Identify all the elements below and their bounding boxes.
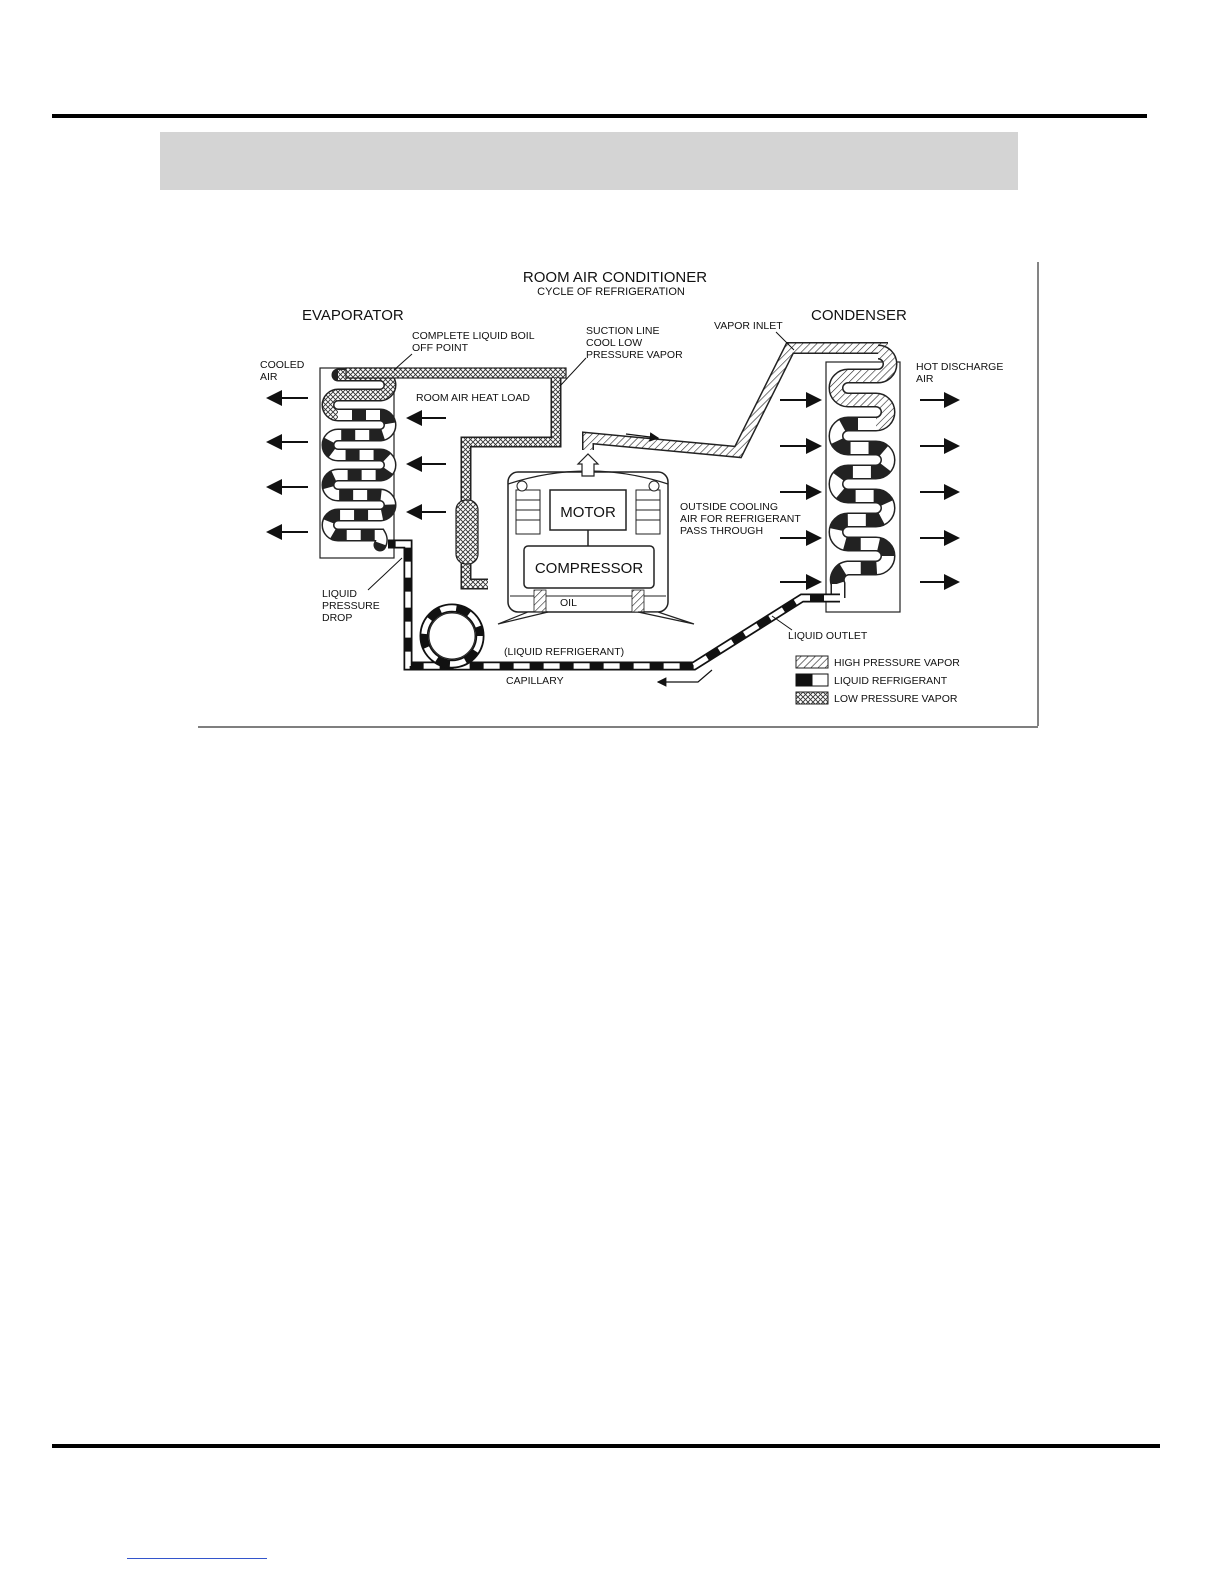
motor-box	[549, 489, 627, 531]
liquid-line	[388, 541, 840, 669]
suction-line-label-3: PRESSURE VAPOR	[586, 349, 683, 361]
hot-discharge-label-2: AIR	[916, 373, 934, 385]
vapor-inlet-label: VAPOR INLET	[714, 320, 783, 332]
suction-line-label-2: COOL LOW	[586, 337, 642, 349]
cooled-air-label-1: COOLED	[260, 359, 305, 371]
capillary-label: CAPILLARY	[506, 675, 564, 687]
suction-line	[462, 378, 560, 588]
evaporator-label: EVAPORATOR	[302, 307, 404, 324]
legend-label-low-pressure: LOW PRESSURE VAPOR	[834, 693, 958, 705]
diagram-title: ROOM AIR CONDITIONER	[523, 269, 707, 286]
suction-line-label-1: SUCTION LINE	[586, 325, 660, 337]
capillary-coil	[421, 605, 483, 667]
cooled-air-label-2: AIR	[260, 371, 278, 383]
compressor-label: COMPRESSOR	[535, 560, 644, 577]
top-rule	[52, 114, 1147, 118]
suction-header	[345, 367, 567, 379]
oil-label: OIL	[560, 597, 577, 609]
pressure-drop-label-2: PRESSURE	[322, 600, 380, 612]
bottom-rule	[52, 1444, 1160, 1448]
refrigeration-cycle-diagram: ROOM AIR CONDITIONER CYCLE OF REFRIGERAT…	[198, 262, 1040, 728]
condenser-coil-liquid-white	[830, 418, 894, 598]
liquid-outlet-label: LIQUID OUTLET	[788, 630, 868, 642]
legend-swatch-liquid	[811, 673, 829, 687]
boil-off-label-1: COMPLETE LIQUID BOIL	[412, 330, 535, 342]
section-header-band	[160, 132, 1018, 190]
accumulator	[455, 499, 479, 565]
liquid-refrigerant-line-label: (LIQUID REFRIGERANT)	[504, 646, 624, 658]
compressor-box	[523, 545, 655, 589]
pressure-drop-label-1: LIQUID	[322, 588, 357, 600]
outside-cooling-label-1: OUTSIDE COOLING	[680, 501, 778, 513]
legend-label-high-pressure: HIGH PRESSURE VAPOR	[834, 657, 960, 669]
motor-label: MOTOR	[560, 504, 616, 521]
discharge-line	[583, 343, 888, 457]
evaporator-coil-liquid-white	[323, 410, 395, 548]
hot-discharge-label-1: HOT DISCHARGE	[916, 361, 1003, 373]
outside-cooling-label-2: AIR FOR REFRIGERANT	[680, 513, 801, 525]
outside-cooling-label-3: PASS THROUGH	[680, 525, 763, 537]
boil-off-label-2: OFF POINT	[412, 342, 469, 354]
room-heat-load-label: ROOM AIR HEAT LOAD	[416, 392, 530, 404]
legend-swatch-low-pressure	[795, 691, 829, 705]
condenser-coil-vapor	[830, 346, 896, 430]
footer-link-underline[interactable]	[127, 1558, 267, 1559]
legend-swatch-high-pressure	[795, 655, 829, 669]
diagram-subtitle: CYCLE OF REFRIGERATION	[537, 286, 685, 298]
pressure-drop-label-3: DROP	[322, 612, 352, 624]
condenser-label: CONDENSER	[811, 307, 907, 324]
legend-label-liquid: LIQUID REFRIGERANT	[834, 675, 948, 687]
